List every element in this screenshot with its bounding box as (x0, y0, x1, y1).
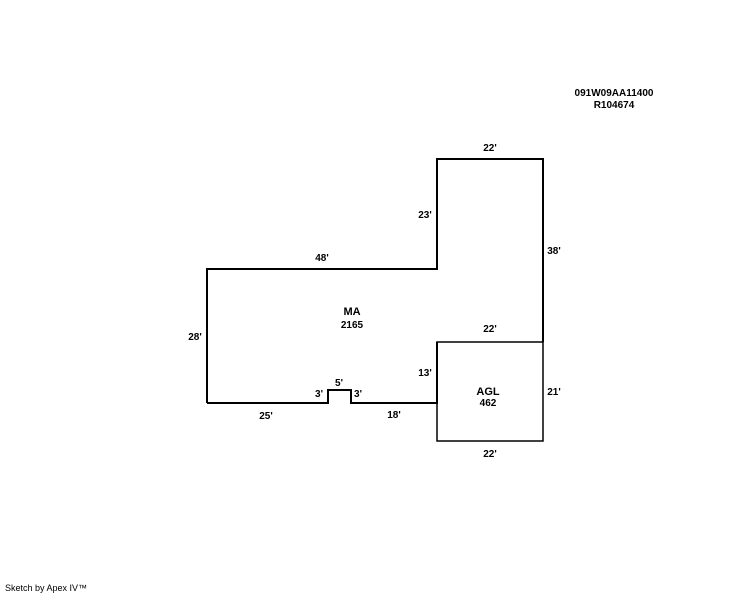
parcel-id-block: 091W09AA11400 R104674 (566, 88, 662, 112)
dim-ma-top-left: 48' (315, 253, 329, 264)
dim-notch-right: 3' (354, 389, 362, 400)
dim-garage-right: 21' (547, 387, 561, 398)
dim-ma-right-side: 38' (547, 246, 561, 257)
garage-label: AGL (476, 386, 500, 398)
main-area-value: 2165 (341, 320, 364, 331)
garage-outline (436, 341, 544, 442)
dim-ma-bottom-left: 25' (259, 411, 273, 422)
parcel-number: 091W09AA11400 (574, 88, 654, 99)
account-number: R104674 (593, 100, 635, 111)
main-area-outline (206, 158, 544, 403)
dim-ma-top-right: 22' (483, 143, 497, 154)
dim-notch-left: 3' (315, 389, 323, 400)
dim-ma-upper-vertical: 23' (418, 210, 432, 221)
dim-ma-left-side: 28' (188, 332, 202, 343)
dim-notch-top: 5' (335, 378, 343, 389)
dim-ma-inner-vertical: 13' (418, 368, 432, 379)
dim-ma-bottom-right: 18' (387, 410, 401, 421)
main-area-label: MA (343, 306, 360, 318)
dim-garage-bottom: 22' (483, 449, 497, 460)
garage-value: 462 (480, 398, 497, 409)
sketch-credit: Sketch by Apex IV™ (5, 583, 88, 593)
dim-garage-top: 22' (483, 324, 497, 335)
